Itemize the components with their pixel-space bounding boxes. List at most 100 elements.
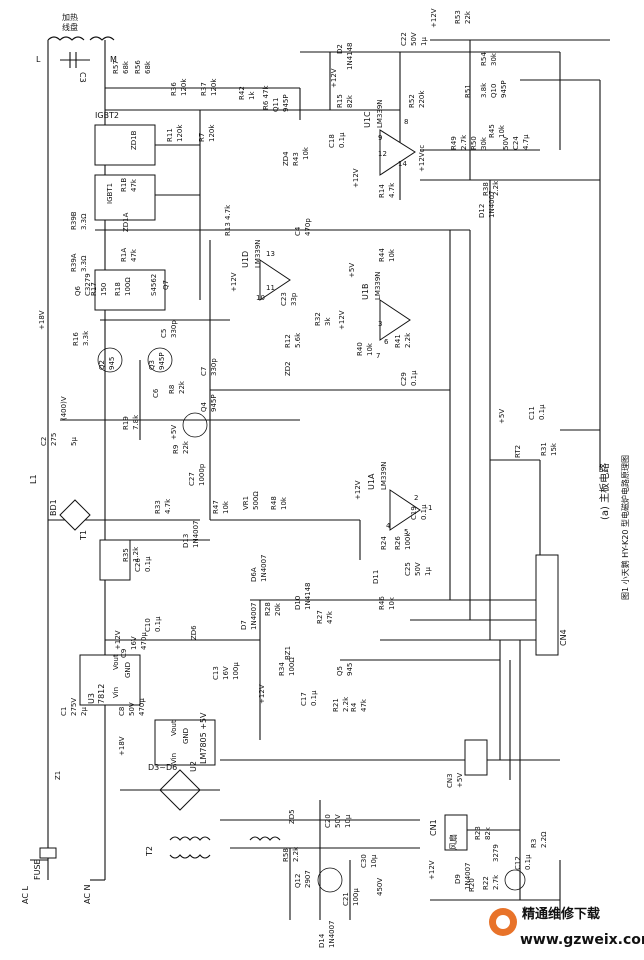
label-lower-c25b: 1μ: [424, 567, 432, 576]
label-lower-u2out: Vout: [170, 720, 178, 736]
label-lower-cn3: CN3: [446, 773, 454, 788]
label-lower-c25: C25: [404, 562, 412, 576]
label-mid-n14: 14: [398, 160, 407, 168]
label-mid-r49: R49: [450, 136, 458, 150]
label-lower-r23: R23: [474, 826, 482, 840]
label-lower-c8a: 50V: [128, 702, 136, 716]
label-mid-r19v: 7.8k: [132, 414, 140, 430]
label-mid-p12b: +12V: [352, 168, 360, 188]
label-lower-c1a: 275V: [70, 698, 78, 716]
label-mid-r43: R43: [292, 152, 300, 166]
label-top-d2v: 1N4148: [346, 42, 354, 70]
label-mid-r1bv: 47k: [130, 178, 138, 192]
label-top-r15v: 82k: [346, 94, 354, 108]
label-lower-u1a: U1A: [367, 473, 376, 490]
label-mid-r38v: 2.2k: [492, 180, 500, 196]
label-lower-t2: T2: [145, 846, 154, 857]
label-mid-r50v: 30k: [480, 136, 488, 150]
label-lower-r3v: 2.2Ω: [540, 831, 548, 848]
label-mid-vcc: +12Vcc: [418, 145, 426, 172]
label-lower-r35: R35: [122, 548, 130, 562]
label-mid-c4v: 470p: [304, 218, 312, 236]
label-mid-u1cv: LM339N: [376, 99, 384, 128]
label-lower-zd6: ZD6: [190, 625, 198, 640]
label-lower-c30v: 10μ: [370, 854, 378, 868]
label-top-r54: R54: [480, 52, 488, 66]
label-lower-d7: D7: [240, 620, 248, 630]
label-lower-c21: C21: [342, 892, 350, 906]
label-mid-q4: Q4: [200, 401, 208, 412]
label-lower-c13: C13: [212, 666, 220, 680]
label-lower-r34: R34: [278, 662, 286, 676]
label-mid-r18: R18: [114, 282, 122, 296]
label-mid-c6: C6: [152, 388, 160, 398]
label-mid-r12v: 5.6k: [294, 332, 302, 348]
label-lower-c20b: 10μ: [344, 814, 352, 828]
label-lower-r46v: 10k: [388, 596, 396, 610]
label-mid-n7: 7: [376, 352, 380, 360]
label-lower-c9: C9: [120, 649, 128, 658]
label-mid-p12e: +12V: [338, 310, 346, 330]
label-lower-r47v: 10k: [222, 500, 230, 514]
label-mid-r9v: 22k: [182, 440, 190, 454]
label-lower-c8b: 470μ: [138, 698, 146, 716]
label-mid-q3v: 945P: [158, 352, 166, 370]
label-mid-r1b: R1B: [120, 178, 128, 192]
label-mid-u1c: U1C: [363, 111, 372, 128]
label-lower-c17v: 0.1μ: [310, 690, 318, 706]
label-lower-c26: C26: [134, 558, 142, 572]
label-lower-c25a: 50V: [414, 562, 422, 576]
label-mid-zd1b: ZD1B: [130, 130, 138, 150]
label-lower-c1b: 2μ: [80, 707, 88, 716]
label-lower-fuse: FUSE: [33, 859, 42, 880]
label-mid-r38: R38: [482, 182, 490, 196]
label-top-q11v: 945P: [282, 94, 290, 112]
label-lower-n2: 2: [414, 494, 418, 502]
label-top-c3: C3: [78, 72, 87, 83]
label-lower-u3out: Vout: [112, 654, 120, 670]
label-mid-c24b: 4.7μ: [522, 134, 530, 150]
label-mid-r12: R12: [284, 334, 292, 348]
label-mid-r40v: 10k: [366, 342, 374, 356]
label-lower-d6av: 1N4007: [260, 554, 268, 582]
label-mid-r8: R8: [168, 385, 176, 394]
label-lower-p12g: +12V: [258, 684, 266, 704]
label-lower-n5: 5: [404, 528, 408, 536]
label-mid-r49v: 2.7k: [460, 134, 468, 150]
label-lower-bz1: BZ1: [284, 646, 292, 660]
label-lower-r22v: 2.7k: [492, 874, 500, 890]
label-lower-c20a: 50V: [334, 814, 342, 828]
label-lower-r28: R28: [264, 602, 272, 616]
label-lower-u2: U2: [189, 761, 198, 772]
label-top-r57: R57: [112, 60, 120, 74]
label-top-r56v: 68k: [144, 60, 152, 74]
label-lower-d13: D13: [182, 534, 190, 548]
label-mid-n13: 13: [266, 250, 275, 258]
label-lower-acl: AC L: [21, 886, 30, 904]
label-mid-r45v: 10k: [498, 124, 506, 138]
label-mid-q7v: S4562: [150, 274, 158, 296]
label-top-r36v: 120k: [180, 78, 188, 96]
watermark-brand: 精通维修下载: [522, 906, 600, 922]
label-mid-r11v: 120k: [176, 124, 184, 142]
label-mid-r44v: 10k: [388, 248, 396, 262]
label-top-r53: R53: [454, 10, 462, 24]
label-mid-c24a: 50V: [502, 136, 510, 150]
label-mid-r1av: 47k: [130, 248, 138, 262]
label-lower-c26v: 0.1μ: [144, 556, 152, 572]
label-top-q10v: 945P: [500, 80, 508, 98]
label-lower-c12: C12: [514, 856, 522, 870]
label-top-r51: R51: [464, 84, 472, 98]
label-mid-r13: R13 4.7k: [224, 204, 232, 236]
label-mid-c23: C23: [280, 292, 288, 306]
label-mid-c7: C7: [200, 367, 208, 376]
label-mid-r1a: R1A: [120, 248, 128, 262]
label-lower-r26: R26: [394, 536, 402, 550]
label-lower-c30: C30: [360, 854, 368, 868]
label-lower-r3: R3: [530, 839, 538, 848]
label-mid-u1dv: LM339N: [254, 239, 262, 268]
label-mid-p18a: +18V: [38, 310, 46, 330]
label-top-p12a: +12V: [430, 8, 438, 28]
